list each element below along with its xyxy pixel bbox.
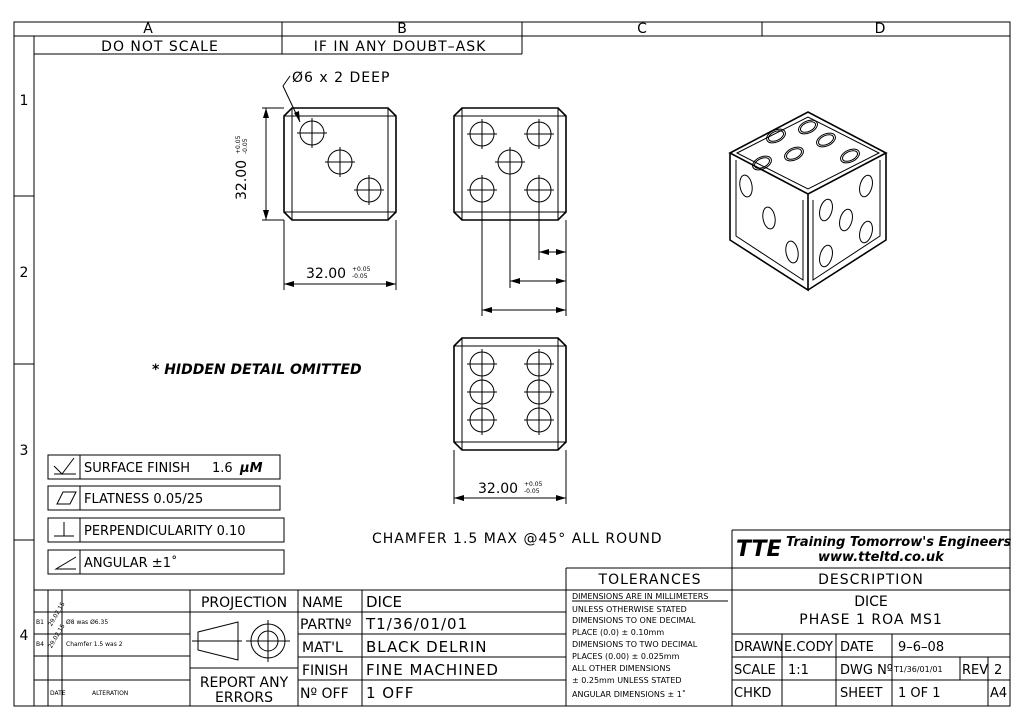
sheet-label: SHEET [840,686,882,701]
row-label-4: 4 [20,628,29,644]
report-errors-line1: REPORT ANY [200,675,289,691]
hole-callout-leader [282,75,301,123]
surface-finish-label: SURFACE FINISH [84,461,190,476]
hole-position-dimensions [481,177,567,316]
angular-spec: ANGULAR ±1˚ [84,555,177,571]
hole-callout: Ø6 x 2 DEEP [292,70,390,86]
dwgno-label: DWG Nº [840,663,893,678]
name-label: NAME [302,595,343,611]
column-label-c: C [637,21,647,37]
tolerance-line: PLACES (0.00) ± 0.025mm [572,652,680,661]
chkd-label: CHKD [734,686,771,701]
column-label-b: B [397,21,407,37]
side-height-tol-upper: +0.05 [235,135,242,154]
angular-box [47,549,285,575]
date-label: DATE [840,640,874,655]
side-height-tol-lower: -0.05 [242,138,249,154]
projection-label: PROJECTION [201,595,287,611]
material-value: BLACK DELRIN [366,638,488,656]
revision-ref: B1 [36,619,44,626]
side-width-value: 32.00 [306,266,346,282]
projection-symbol-icon [192,620,290,662]
tolerance-line: ANGULAR DIMENSIONS ± 1˚ [572,689,686,699]
column-label-d: D [875,21,886,37]
dwgno-value: T1/36/01/01 [893,665,943,674]
side-width-dimension [283,220,397,290]
name-value: DICE [366,593,402,611]
tolerance-line: UNLESS OTHERWISE STATED [572,605,687,614]
date-value: 9–6–08 [898,640,944,655]
tolerance-line: DIMENSIONS ARE IN MILLIMETERS [572,592,708,601]
flatness-box [47,485,281,511]
description-header: DESCRIPTION [818,572,924,588]
column-label-a: A [143,21,153,37]
warning-strip [34,36,523,55]
revision-text: Chamfer 1.5 was 2 [66,641,123,648]
sheet-value: 1 OF 1 [898,686,941,701]
nooff-label: Nº OFF [300,686,349,702]
revision-alteration-header: ALTERATION [92,690,128,697]
drawn-label: DRAWN [734,640,783,655]
side-width-tol-lower: -0.05 [352,273,368,280]
bottom-width-tol-upper: +0.05 [524,481,543,488]
revision-ref: B4 [36,641,44,648]
rev-value: 2 [994,663,1002,678]
drawn-value: E.CODY [784,640,833,655]
perpendicularity-box [47,517,285,543]
nooff-value: 1 OFF [366,684,414,702]
report-errors-line2: ERRORS [215,690,273,706]
description-line1: DICE [854,594,888,610]
tolerance-line: DIMENSIONS TO ONE DECIMAL [572,616,696,625]
bottom-width-value: 32.00 [478,481,518,497]
surface-finish-value: 1.6 [212,461,233,476]
do-not-scale-note: DO NOT SCALE [101,39,219,55]
partno-value: T1/36/01/01 [365,615,468,633]
revision-date-header: DATE [50,690,66,697]
title-block-grid [34,529,1010,706]
flatness-spec: FLATNESS 0.05/25 [84,492,203,507]
tolerances-header: TOLERANCES [598,572,702,588]
row-label-3: 3 [20,443,29,459]
front-view-three [283,107,397,221]
rev-label: REV [962,663,988,678]
scale-value: 1:1 [788,663,809,678]
tolerance-line: ALL OTHER DIMENSIONS [572,664,671,673]
isometric-dice-view [728,111,888,292]
row-label-1: 1 [20,93,29,109]
side-height-dimension [262,107,284,221]
tolerance-line: PLACE (0.0) ± 0.10mm [572,628,664,637]
material-label: MAT'L [302,640,343,656]
hidden-detail-note: * HIDDEN DETAIL OMITTED [152,362,362,378]
row-label-2: 2 [20,265,29,281]
scale-label: SCALE [734,663,776,678]
tolerance-line: ± 0.25mm UNLESS STATED [572,676,682,685]
surface-finish-box [47,454,281,480]
perpendicularity-spec: PERPENDICULARITY 0.10 [84,524,246,539]
paper-size: A4 [990,686,1007,701]
surface-finish-unit: μM [239,461,263,476]
front-view-five [453,107,567,221]
partno-label: PARTNº [300,617,351,633]
bottom-width-tol-lower: -0.05 [524,488,540,495]
bottom-width-dimension [453,450,567,504]
finish-label: FINISH [302,663,348,679]
if-in-doubt-note: IF IN ANY DOUBT–ASK [314,39,487,55]
chamfer-note: CHAMFER 1.5 MAX @45° ALL ROUND [372,531,663,547]
description-line2: PHASE 1 ROA MS1 [799,612,943,628]
revision-text: Ø8 was Ø6.35 [66,619,108,626]
side-height-value: 32.00 [234,160,250,200]
bottom-view-six [453,337,567,451]
side-width-tol-upper: +0.05 [352,266,371,273]
tolerance-line: DIMENSIONS TO TWO DECIMAL [572,640,698,649]
finish-value: FINE MACHINED [366,661,499,679]
revision-date: 29.02.15 [47,601,67,628]
company-website: www.tteltd.co.uk [818,550,945,565]
company-slogan: Training Tomorrow's Engineers [786,535,1012,550]
company-logo: TTE [736,537,782,562]
